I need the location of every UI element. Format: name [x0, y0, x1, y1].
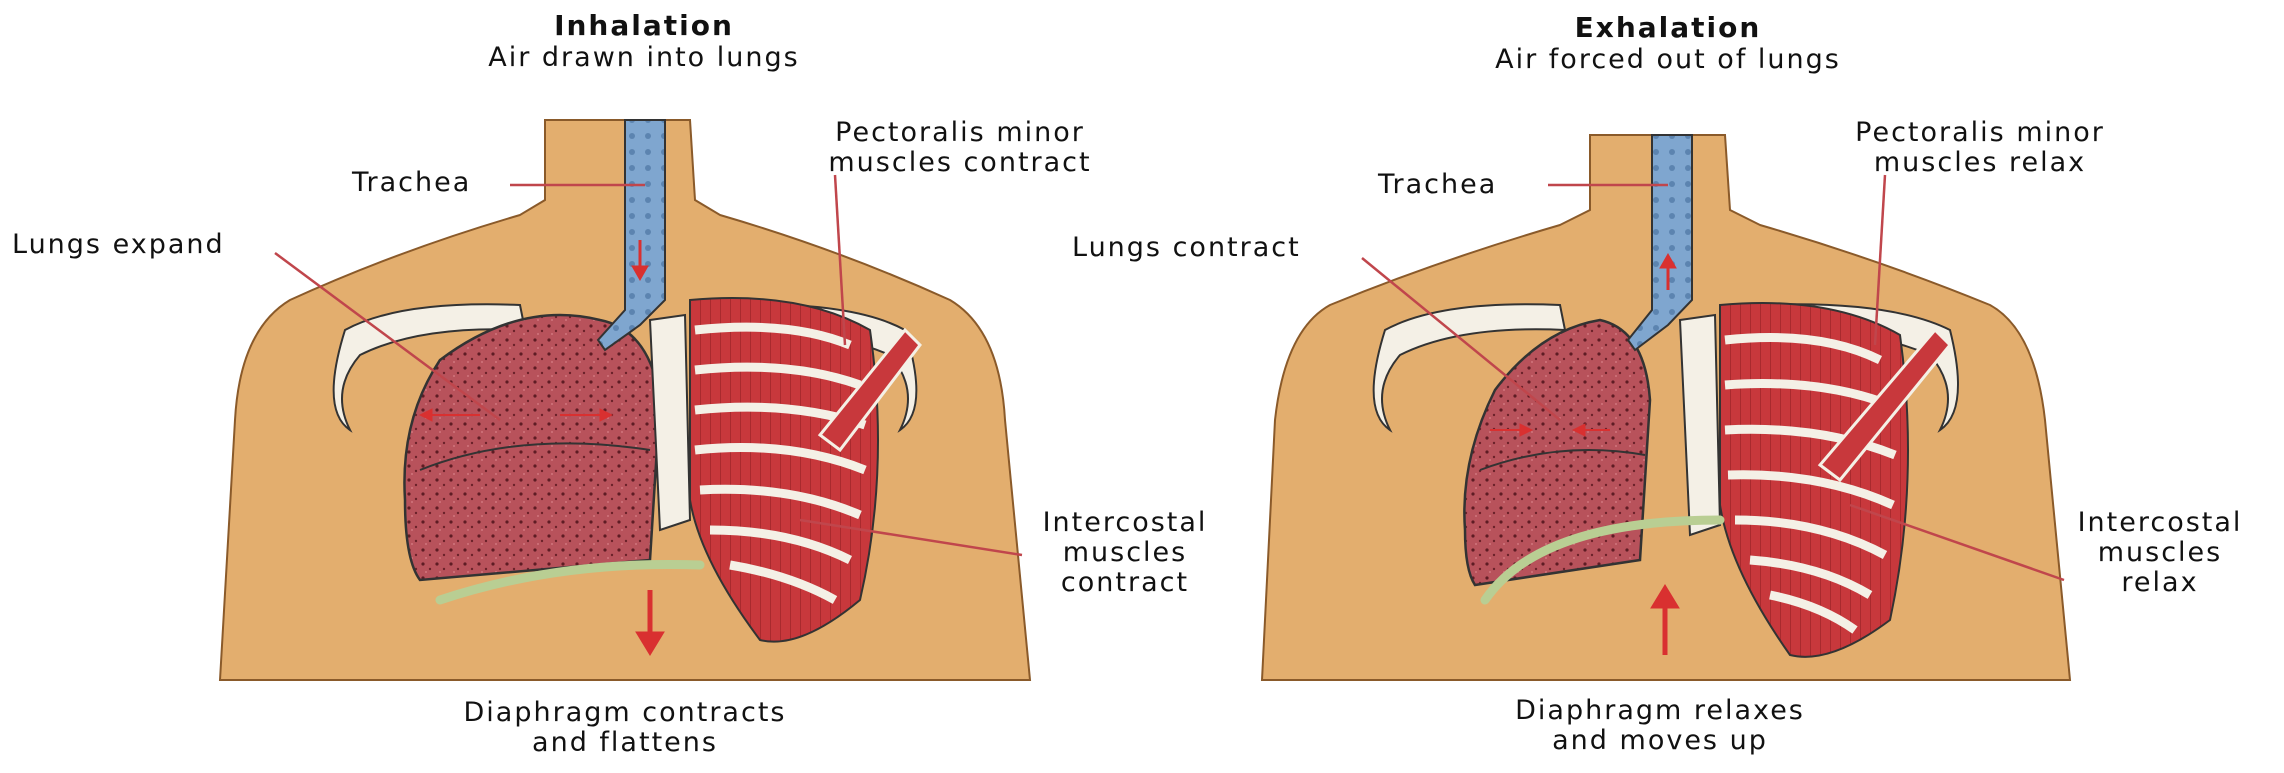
inhalation-intercostal-line-2: muscles [1062, 537, 1188, 568]
exhalation-lung-fissure [1479, 449, 1646, 471]
exhalation-pectoralis-line-2: muscles relax [1873, 147, 2087, 178]
inhalation-left-clavicle [332, 303, 527, 433]
inhalation-heading: Inhalation Air drawn into lungs [344, 10, 944, 74]
inhalation-intercostal-line-1: Intercostal [1042, 507, 1208, 538]
inhalation-trachea-label: Trachea [352, 167, 472, 198]
exhalation-intercostal-line-1: Intercostal [2077, 507, 2243, 538]
inhalation-lungs-label: Lungs expand [12, 229, 225, 260]
exhalation-diaphragm-line-2: and moves up [1552, 725, 1768, 756]
exhalation-subtitle: Air forced out of lungs [1495, 44, 1841, 75]
inhalation-pectoralis-line-1: Pectoralis minor [835, 117, 1085, 148]
inhalation-panel [218, 119, 1032, 681]
inhalation-subtitle: Air drawn into lungs [488, 42, 800, 73]
exhalation-pectoralis-label: Pectoralis minor muscles relax [1790, 118, 2170, 178]
inhalation-pectoralis-label: Pectoralis minor muscles contract [770, 118, 1150, 178]
inhalation-pectoralis-line-2: muscles contract [828, 147, 1092, 178]
exhalation-ribcage [1719, 302, 1909, 658]
inhalation-pectoralis-muscle [817, 327, 922, 453]
exhalation-trachea [1626, 134, 1693, 352]
inhalation-diaphragm-line-1: Diaphragm contracts [463, 697, 787, 728]
exhalation-arrows [1490, 252, 1680, 655]
exhalation-pectoralis-line-1: Pectoralis minor [1855, 117, 2105, 148]
exhalation-lungs-label: Lungs contract [1072, 232, 1301, 263]
inhalation-trachea [596, 119, 666, 352]
exhalation-title: Exhalation [1574, 11, 1762, 44]
inhalation-diaphragm [435, 559, 705, 605]
exhalation-diaphragm [1480, 515, 1725, 605]
inhalation-ribcage [689, 297, 879, 643]
exhalation-diaphragm-line-1: Diaphragm relaxes [1515, 695, 1805, 726]
exhalation-panel [1260, 134, 2072, 681]
inhalation-intercostal-label: Intercostal muscles contract [1000, 508, 1250, 598]
exhalation-intercostal-line-3: relax [2121, 567, 2199, 598]
exhalation-left-clavicle [1372, 303, 1567, 433]
inhalation-arrows [418, 240, 665, 656]
inhalation-leaders [274, 174, 1023, 557]
inhalation-intercostal-line-3: contract [1060, 567, 1190, 598]
exhalation-pectoralis-muscle [1817, 327, 1953, 483]
exhalation-heading: Exhalation Air forced out of lungs [1368, 12, 1968, 76]
exhalation-intercostal-line-2: muscles [2097, 537, 2223, 568]
exhalation-intercostal-label: Intercostal muscles relax [2040, 508, 2280, 598]
inhalation-title: Inhalation [554, 9, 734, 42]
exhalation-sternum [1678, 313, 1722, 537]
exhalation-diaphragm-label: Diaphragm relaxes and moves up [1440, 696, 1880, 756]
inhalation-sternum [648, 313, 692, 532]
exhalation-trachea-label: Trachea [1378, 169, 1498, 200]
inhalation-diaphragm-line-2: and flattens [532, 727, 718, 758]
exhalation-leaders [1361, 174, 2065, 582]
inhalation-lung-fissure [419, 442, 651, 471]
inhalation-diaphragm-label: Diaphragm contracts and flattens [400, 698, 850, 758]
